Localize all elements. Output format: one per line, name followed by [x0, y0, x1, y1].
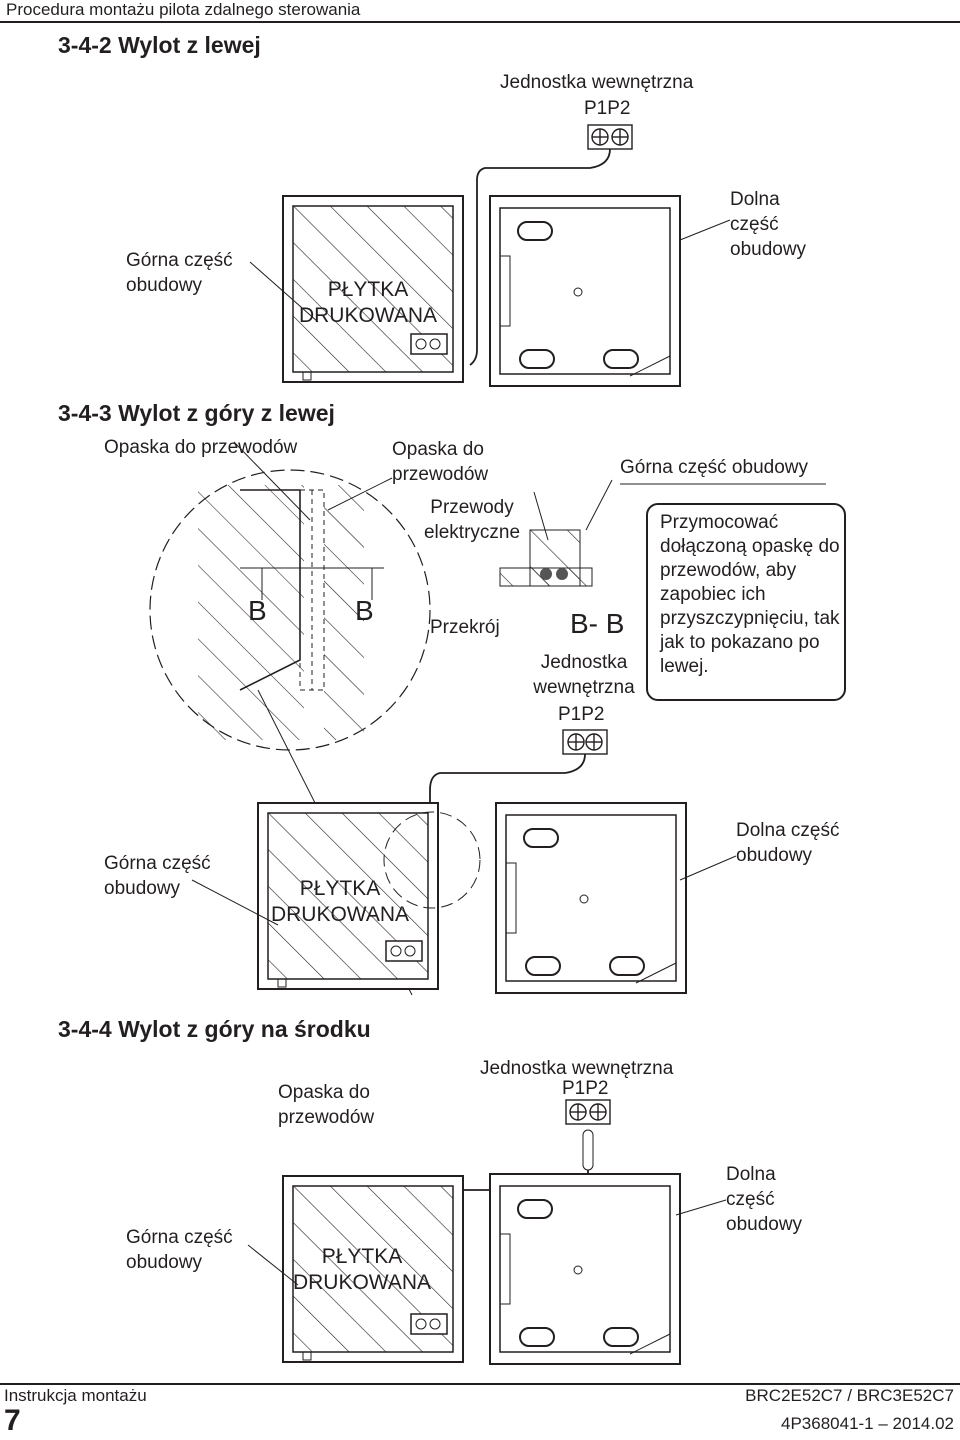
section-title-3-4-4: 3-4-4 Wylot z góry na środku [58, 1016, 371, 1042]
terminals-label-2: P1P2 [558, 704, 605, 725]
wiring-clamp-label: Opaska do przewodów [104, 437, 298, 458]
header-rule [0, 21, 960, 23]
indoor-unit-label: Jednostka wewnętrzna [500, 72, 694, 93]
upper-case-label-3: Górna część obudowy [126, 1227, 233, 1273]
footer-model: BRC2E52C7 / BRC3E52C7 [745, 1386, 954, 1405]
upper-case-top-label: Górna część obudowy [620, 457, 808, 478]
section-mark: B- B [570, 608, 625, 639]
section-title-3-4-2: 3-4-2 Wylot z lewej [58, 32, 261, 58]
lower-case-label: Dolna część obudowy [730, 189, 807, 260]
footer-page-number: 7 [4, 1404, 21, 1437]
electric-wires-label: Przewody elektryczne [423, 497, 521, 543]
note-box: Przymocować dołączoną opaskę do przewodó… [646, 503, 846, 701]
indoor-unit-label-3: Jednostka wewnętrzna [480, 1058, 674, 1079]
upper-case-label-2: Górna część obudowy [104, 853, 211, 899]
section-b-left: B [248, 595, 267, 626]
pcb-label: PŁYTKA DRUKOWANA [298, 278, 438, 327]
pcb-label-2: PŁYTKA DRUKOWANA [270, 877, 410, 926]
wiring-clamp-label-2: Opaska do przewodów [392, 439, 489, 485]
footer-manual: Instrukcja montażu [4, 1386, 147, 1405]
footer-code: 4P368041-1 – 2014.02 [781, 1414, 954, 1433]
terminals-label: P1P2 [584, 98, 631, 119]
upper-case-label: Górna część obudowy [126, 250, 233, 296]
footer-rule [0, 1383, 960, 1385]
lower-case-label-3: Dolna część obudowy [726, 1164, 803, 1235]
pcb-label-3: PŁYTKA DRUKOWANA [292, 1245, 432, 1294]
wiring-clamp-label-3: Opaska do przewodów [278, 1082, 375, 1128]
cross-section-label: Przekrój [430, 617, 500, 638]
lower-case-label-2: Dolna część obudowy [736, 820, 840, 866]
section-b-right: B [355, 595, 374, 626]
terminals-label-3: P1P2 [562, 1078, 609, 1099]
header-title: Procedura montażu pilota zdalnego sterow… [6, 0, 361, 19]
section-title-3-4-3: 3-4-3 Wylot z góry z lewej [58, 400, 335, 426]
indoor-unit-label-2: Jednostka wewnętrzna [533, 652, 635, 698]
